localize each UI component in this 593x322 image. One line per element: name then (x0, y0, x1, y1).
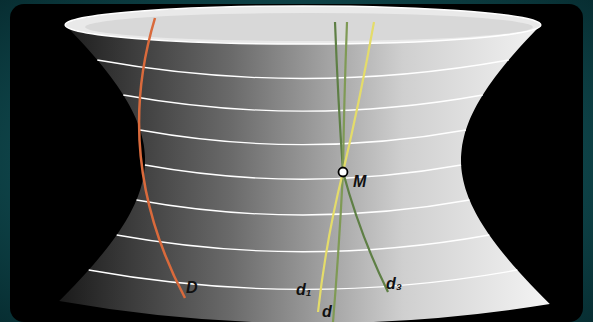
ring-line (117, 235, 490, 252)
top-rim (65, 6, 541, 44)
ring-lines (89, 60, 518, 289)
surface (59, 25, 550, 322)
line-d2 (333, 22, 347, 322)
curve-label: D (186, 280, 198, 296)
line-d1 (318, 22, 374, 312)
point-M (339, 168, 348, 177)
line-label: d (322, 304, 332, 320)
ring-line (140, 130, 466, 145)
line-label: d₁ (296, 282, 311, 298)
ring-line (123, 95, 482, 111)
line-label: d₃ (386, 276, 402, 292)
ring-line (145, 165, 461, 179)
curve-D (139, 18, 185, 298)
ring-line (137, 200, 470, 215)
ring-line (97, 60, 508, 79)
point-label: M (353, 174, 366, 190)
